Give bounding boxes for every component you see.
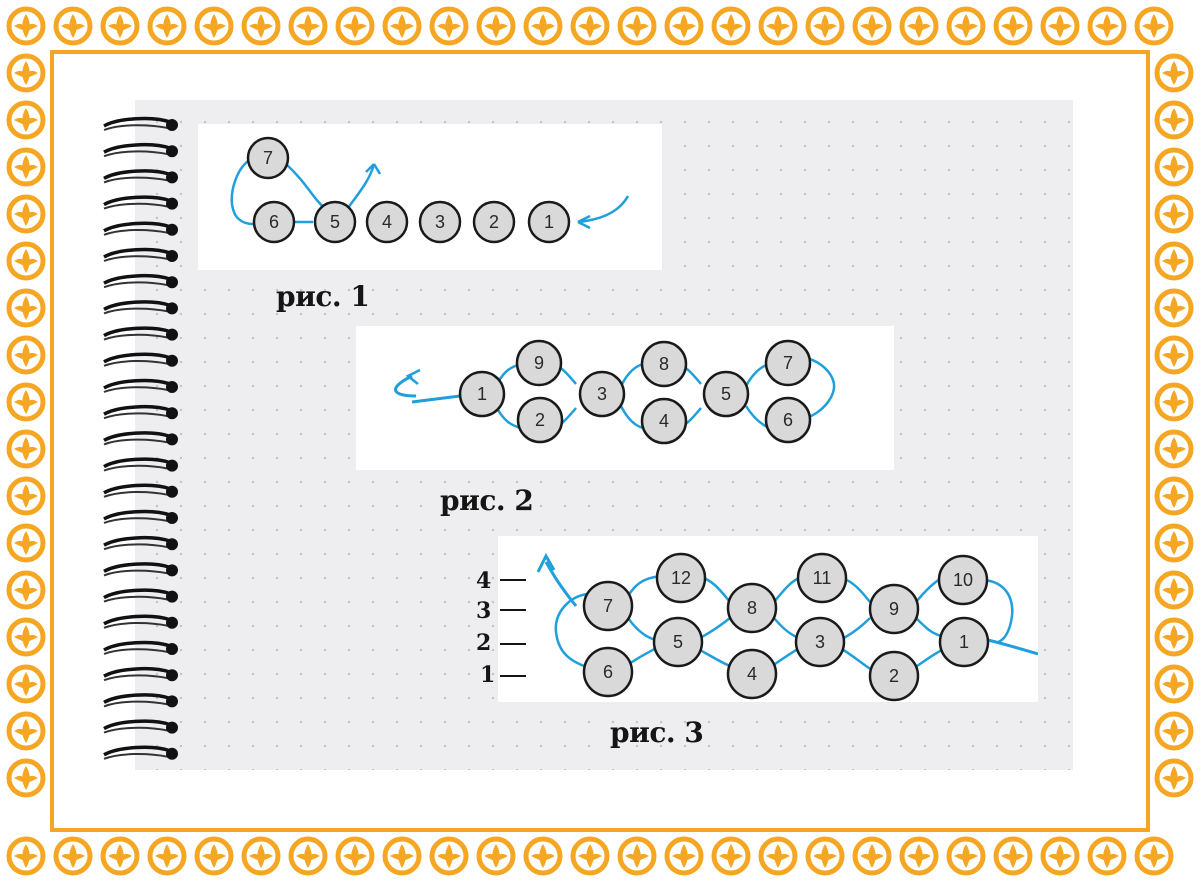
- bead: 11: [796, 552, 848, 604]
- svg-text:2: 2: [535, 410, 545, 430]
- bead: 7: [582, 580, 634, 632]
- bead: 8: [640, 340, 688, 388]
- figure-3-caption: рис. 3: [610, 716, 704, 749]
- bead: 4: [726, 648, 778, 700]
- figure-3-panel: 12 11 10 7 8 9 5 3 1 6 4 2: [498, 536, 1038, 702]
- bead: 4: [365, 200, 409, 244]
- bead: 5: [702, 370, 750, 418]
- figure-2-diagram: 1 9 2 3 8 4 5 7 6: [394, 339, 836, 445]
- svg-text:2: 2: [489, 212, 499, 232]
- svg-text:6: 6: [783, 410, 793, 430]
- row-tick: [500, 609, 526, 611]
- bead: 2: [516, 396, 564, 444]
- bead: 7: [246, 136, 290, 180]
- bead: 7: [764, 339, 812, 387]
- row-label-2: 2: [476, 630, 492, 656]
- bead: 1: [458, 370, 506, 418]
- bead: 5: [313, 200, 357, 244]
- svg-text:6: 6: [603, 662, 613, 682]
- spiral-binding: [103, 116, 178, 760]
- bead: 4: [640, 397, 688, 445]
- figure-2-caption: рис. 2: [440, 484, 534, 517]
- svg-text:4: 4: [382, 212, 392, 232]
- bead: 6: [252, 200, 296, 244]
- svg-text:11: 11: [813, 568, 832, 588]
- bead: 12: [655, 552, 707, 604]
- figure-1-diagram: 7 6 5 4 3 2 1: [230, 136, 630, 244]
- svg-text:4: 4: [747, 664, 757, 684]
- svg-text:7: 7: [783, 353, 793, 373]
- svg-text:5: 5: [721, 384, 731, 404]
- bead: 6: [582, 646, 634, 698]
- bead: 1: [527, 200, 571, 244]
- row-tick: [500, 643, 526, 645]
- svg-text:3: 3: [435, 212, 445, 232]
- row-tick: [500, 579, 526, 581]
- svg-text:10: 10: [953, 570, 973, 590]
- svg-text:9: 9: [889, 599, 899, 619]
- svg-text:1: 1: [477, 384, 487, 404]
- figure-2-panel: 1 9 2 3 8 4 5 7 6: [356, 326, 894, 470]
- bead: 3: [418, 200, 462, 244]
- row-label-1: 1: [480, 662, 496, 688]
- svg-text:8: 8: [659, 354, 669, 374]
- bead: 10: [937, 554, 989, 606]
- bead: 3: [578, 370, 626, 418]
- bead: 1: [938, 616, 990, 668]
- svg-text:1: 1: [959, 632, 969, 652]
- svg-text:6: 6: [269, 212, 279, 232]
- bead: 8: [726, 582, 778, 634]
- bead: 6: [764, 396, 812, 444]
- svg-text:2: 2: [889, 666, 899, 686]
- row-tick: [500, 675, 526, 677]
- svg-text:4: 4: [659, 411, 669, 431]
- svg-text:9: 9: [534, 353, 544, 373]
- svg-text:12: 12: [671, 568, 691, 588]
- svg-text:7: 7: [603, 596, 613, 616]
- bead: 2: [868, 650, 920, 702]
- svg-text:3: 3: [597, 384, 607, 404]
- bead: 3: [794, 616, 846, 668]
- bead: 2: [472, 200, 516, 244]
- bead: 9: [515, 339, 563, 387]
- figure-1-panel: 7 6 5 4 3 2 1: [198, 124, 662, 270]
- row-label-3: 3: [476, 598, 492, 624]
- figure-3-diagram: 12 11 10 7 8 9 5 3 1 6 4 2: [536, 552, 1038, 702]
- svg-text:7: 7: [263, 148, 273, 168]
- svg-text:8: 8: [747, 598, 757, 618]
- row-label-4: 4: [476, 568, 492, 594]
- figure-1-caption: рис. 1: [276, 280, 370, 313]
- bead: 5: [652, 616, 704, 668]
- svg-text:3: 3: [815, 632, 825, 652]
- svg-text:5: 5: [673, 632, 683, 652]
- svg-text:5: 5: [330, 212, 340, 232]
- bead: 9: [868, 583, 920, 635]
- svg-text:1: 1: [544, 212, 554, 232]
